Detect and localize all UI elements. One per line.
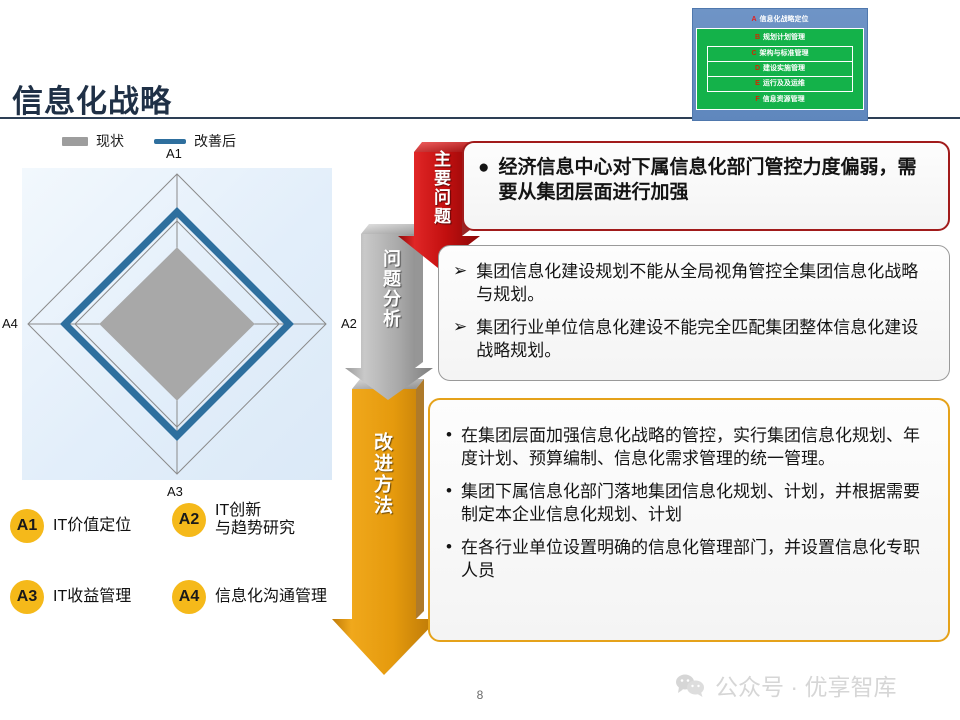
watermark-text: 公众号 · 优享智库	[715, 674, 897, 700]
framework-letter-d: D	[754, 65, 761, 72]
bullet-marker: •	[446, 425, 452, 444]
framework-letter-b: B	[754, 34, 761, 41]
framework-label-b: 规划计划管理	[763, 34, 806, 41]
title-divider	[0, 117, 960, 119]
chart-key-a3: A3 IT收益管理	[10, 580, 131, 614]
chip-label-a4: 信息化沟通管理	[215, 588, 328, 606]
chart-key-a2: A2 IT创新 与趋势研究	[172, 502, 295, 538]
chip-label-a1: IT价值定位	[53, 517, 132, 535]
chip-code-a1: A1	[10, 509, 44, 543]
improvement-text-3: 在各行业单位设置明确的信息化管理部门，并设置信息化专职人员	[460, 537, 920, 581]
main-issue-text: 经济信息中心对下属信息化部门管控力度偏弱，需要从集团层面进行加强	[498, 157, 917, 204]
issue-analysis-box: ➢ 集团信息化建设规划不能从全局视角管控全集团信息化战略与规划。 ➢ 集团行业单…	[438, 245, 950, 381]
improvement-box: • 在集团层面加强信息化战略的管控，实行集团信息化规划、年度计划、预算编制、信息…	[428, 398, 950, 642]
issue-analysis-text-1: 集团信息化建设规划不能从全局视角管控全集团信息化战略与规划。	[476, 262, 919, 305]
framework-label-c: 架构与标准管理	[759, 50, 809, 57]
chart-legend: 现状 改善后	[62, 130, 342, 152]
improvement-text-2: 集团下属信息化部门落地集团信息化规划、计划，并根据需要制定本企业信息化规划、计划	[460, 481, 920, 525]
watermark: 公众号 · 优享智库	[675, 668, 896, 702]
legend-line-improved	[154, 138, 186, 144]
improvement-list: • 在集团层面加强信息化战略的管控，实行集团信息化规划、年度计划、预算编制、信息…	[446, 424, 932, 583]
list-item: ➢ 集团行业单位信息化建设不能完全匹配集团整体信息化建设战略规划。	[453, 316, 935, 363]
radar-axis-label-a4: A4	[2, 316, 18, 331]
legend-label-improved: 改善后	[194, 133, 236, 149]
framework-label-d: 建设实施管理	[763, 65, 806, 72]
page-title: 信息化战略	[12, 84, 172, 119]
bullet-marker: ➢	[453, 261, 468, 280]
analysis-arrow	[345, 224, 433, 400]
list-item: ➢ 集团信息化建设规划不能从全局视角管控全集团信息化战略与规划。	[453, 260, 935, 307]
radar-axis-label-a3: A3	[167, 484, 183, 499]
page-number: 8	[476, 688, 484, 702]
framework-label-e: 运行及及运维	[762, 80, 805, 87]
legend-label-current: 现状	[96, 133, 124, 149]
framework-letter-f: F	[755, 96, 760, 103]
issue-analysis-list: ➢ 集团信息化建设规划不能从全局视角管控全集团信息化战略与规划。 ➢ 集团行业单…	[453, 260, 935, 363]
bullet-marker: ➢	[453, 316, 468, 336]
bullet-marker: •	[446, 480, 452, 500]
main-issue-list: ● 经济信息中心对下属信息化部门管控力度偏弱，需要从集团层面进行加强	[478, 155, 932, 206]
list-item: • 集团下属信息化部门落地集团信息化规划、计划，并根据需要制定本企业信息化规划、…	[446, 480, 932, 527]
radar-axis-label-a1: A1	[166, 146, 182, 161]
chip-code-a2: A2	[172, 502, 206, 537]
list-item: • 在集团层面加强信息化战略的管控，实行集团信息化规划、年度计划、预算编制、信息…	[446, 424, 932, 471]
improvement-arrow-label: 改进方法	[371, 432, 392, 516]
analysis-arrow-label: 问题分析	[381, 249, 401, 329]
issue-analysis-text-2: 集团行业单位信息化建设不能完全匹配集团整体信息化建设战略规划。	[476, 317, 919, 361]
legend-swatch-current	[62, 136, 88, 146]
improvement-text-1: 在集团层面加强信息化战略的管控，实行集团信息化规划、年度计划、预算编制、信息化需…	[460, 426, 920, 469]
wechat-icon	[676, 674, 704, 697]
main-issue-arrow-label: 主要问题	[431, 150, 450, 226]
framework-letter-a: A	[751, 16, 757, 23]
chip-label-a3: IT收益管理	[53, 588, 132, 606]
bullet-marker: •	[446, 536, 452, 556]
framework-label-a: 信息化战略定位	[759, 16, 809, 23]
list-item: • 在各行业单位设置明确的信息化管理部门，并设置信息化专职人员	[446, 536, 932, 583]
chart-key-a4: A4 信息化沟通管理	[172, 580, 327, 614]
bullet-marker: ●	[478, 157, 490, 178]
chart-key-a1: A1 IT价值定位	[10, 509, 131, 543]
radar-chart	[27, 173, 327, 475]
framework-letter-c: C	[751, 50, 757, 57]
framework-letter-e: E	[755, 80, 760, 87]
radar-axis-label-a2: A2	[341, 316, 357, 331]
chip-code-a4: A4	[172, 580, 206, 614]
main-issue-box: ● 经济信息中心对下属信息化部门管控力度偏弱，需要从集团层面进行加强	[462, 141, 950, 231]
chip-label-a2: IT创新 与趋势研究	[215, 502, 296, 537]
chip-code-a3: A3	[10, 580, 44, 614]
list-item: ● 经济信息中心对下属信息化部门管控力度偏弱，需要从集团层面进行加强	[478, 155, 932, 206]
framework-label-f: 信息资源管理	[762, 96, 805, 103]
